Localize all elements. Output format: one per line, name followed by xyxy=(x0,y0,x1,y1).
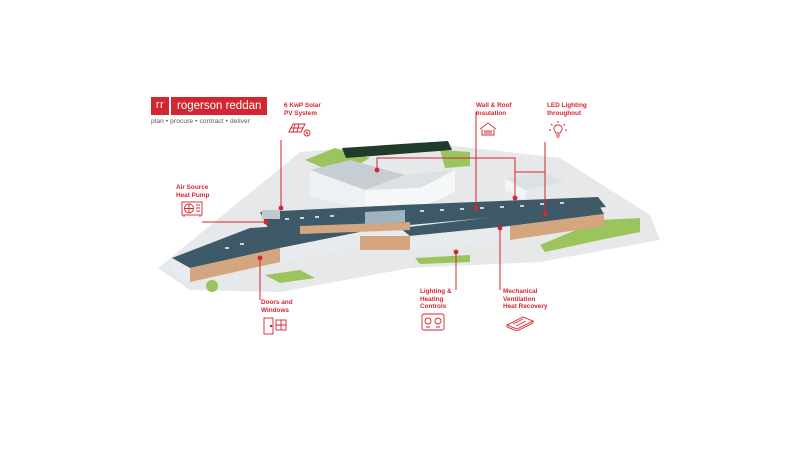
wing-wall xyxy=(410,226,510,250)
logo-mark: rr xyxy=(151,97,169,115)
heat-pump-icon xyxy=(181,201,203,217)
wing-wall xyxy=(190,248,280,282)
wing-wall xyxy=(360,236,410,250)
wing-wall xyxy=(280,232,360,262)
company-logo: rr rogerson reddan plan • procure • cont… xyxy=(151,97,268,125)
leader-dots xyxy=(257,167,548,261)
grass-patch xyxy=(206,280,218,292)
label-wall-roof-insulation: Wall & Roof Insulation xyxy=(476,102,512,117)
logo-name: rogerson reddan xyxy=(171,97,268,115)
entrance xyxy=(365,210,405,224)
annex xyxy=(505,172,565,190)
hall-roof xyxy=(365,170,455,190)
rooflights xyxy=(225,202,564,249)
ventilation-unit-icon xyxy=(505,316,535,331)
hall-wall xyxy=(365,170,455,210)
grass-patch xyxy=(540,218,640,252)
leader-lines xyxy=(202,112,546,300)
label-doors-windows: Doors and Windows xyxy=(261,299,293,314)
label-lighting-heating-controls: Lighting & Heating Controls xyxy=(420,288,452,311)
door-window-icon xyxy=(263,317,287,335)
grass-patch xyxy=(440,150,470,168)
label-air-source-heat-pump: Air Source Heat Pump xyxy=(176,184,210,199)
wing-wall xyxy=(172,258,190,282)
hall-wall xyxy=(310,170,365,210)
solar-panel-icon xyxy=(288,123,311,137)
logo-tagline: plan • procure • contract • deliver xyxy=(151,118,251,125)
label-solar-pv: 6 KwP Solar PV System xyxy=(284,102,321,117)
control-panel-icon xyxy=(421,313,445,331)
plant-unit xyxy=(262,210,280,219)
label-led-lighting: LED Lighting throughout xyxy=(547,102,587,117)
wing-wall xyxy=(300,222,410,234)
hall-roof xyxy=(310,160,405,190)
wing-wall xyxy=(510,214,604,240)
courtyard-hedge xyxy=(342,141,452,158)
lower-wing-roof xyxy=(400,207,604,236)
grass-patch xyxy=(265,270,315,283)
light-bulb-icon xyxy=(549,121,567,138)
label-mvhr: Mechanical Ventilation Heat Recovery xyxy=(503,288,548,311)
house-insulation-icon xyxy=(479,122,497,136)
